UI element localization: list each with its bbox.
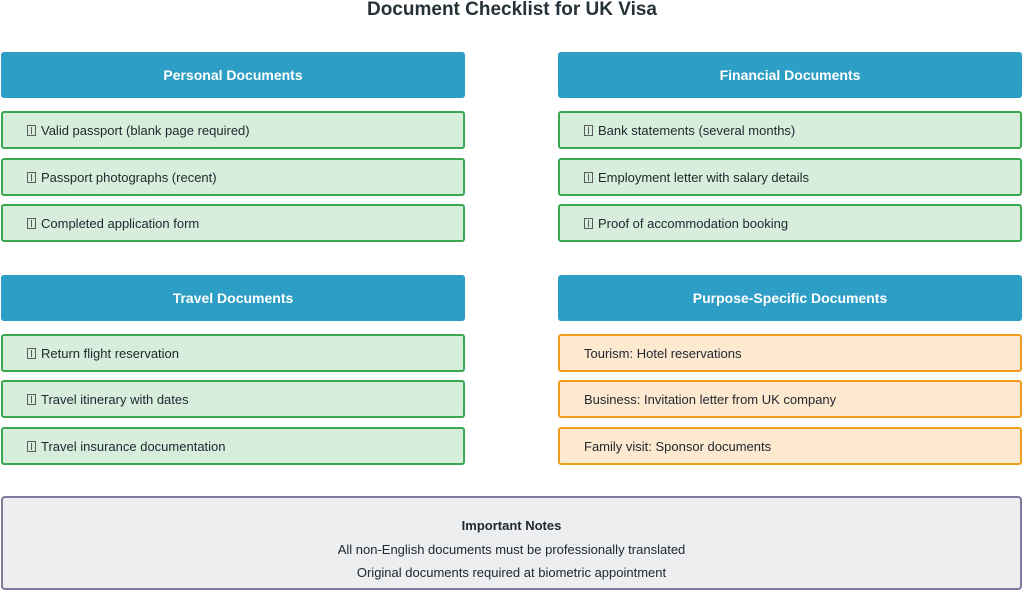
travel-documents-header: Travel Documents (1, 275, 465, 321)
important-notes-box: Important Notes All non-English document… (1, 496, 1022, 590)
purpose-specific-documents-header: Purpose-Specific Documents (558, 275, 1022, 321)
item-label: Travel insurance documentation (41, 438, 226, 454)
purpose-item: Family visit: Sponsor documents (558, 427, 1022, 465)
item-label: Employment letter with salary details (598, 169, 809, 185)
checkbox-icon (27, 124, 36, 136)
checkbox-icon (27, 347, 36, 359)
personal-documents-header: Personal Documents (1, 52, 465, 98)
checklist-item: Employment letter with salary details (558, 158, 1022, 196)
checklist-item: Valid passport (blank page required) (1, 111, 465, 149)
item-label: Passport photographs (recent) (41, 169, 217, 185)
checklist-item: Bank statements (several months) (558, 111, 1022, 149)
item-label: Family visit: Sponsor documents (584, 438, 772, 454)
item-label: Completed application form (41, 215, 200, 231)
page-title: Document Checklist for UK Visa (366, 0, 657, 20)
checkbox-icon (27, 440, 36, 452)
checkbox-icon (584, 171, 593, 183)
notes-line: Original documents required at biometric… (356, 565, 667, 580)
item-label: Travel itinerary with dates (41, 391, 189, 407)
checklist-item: Travel itinerary with dates (1, 380, 465, 418)
checklist-item: Travel insurance documentation (1, 427, 465, 465)
financial-documents-header: Financial Documents (558, 52, 1022, 98)
checklist-item: Return flight reservation (1, 334, 465, 372)
checkbox-icon (584, 217, 593, 229)
item-label: Proof of accommodation booking (598, 215, 789, 231)
checkbox-icon (584, 124, 593, 136)
item-label: Business: Invitation letter from UK comp… (584, 391, 837, 407)
notes-line: All non-English documents must be profes… (337, 542, 686, 557)
checklist-item: Passport photographs (recent) (1, 158, 465, 196)
checklist-item: Proof of accommodation booking (558, 204, 1022, 242)
purpose-item: Tourism: Hotel reservations (558, 334, 1022, 372)
checkbox-icon (27, 393, 36, 405)
item-label: Tourism: Hotel reservations (584, 345, 742, 361)
checkbox-icon (27, 171, 36, 183)
item-label: Bank statements (several months) (598, 122, 796, 138)
checklist-item: Completed application form (1, 204, 465, 242)
checkbox-icon (27, 217, 36, 229)
item-label: Valid passport (blank page required) (41, 122, 250, 138)
notes-title: Important Notes (461, 518, 562, 533)
item-label: Return flight reservation (41, 345, 180, 361)
purpose-item: Business: Invitation letter from UK comp… (558, 380, 1022, 418)
